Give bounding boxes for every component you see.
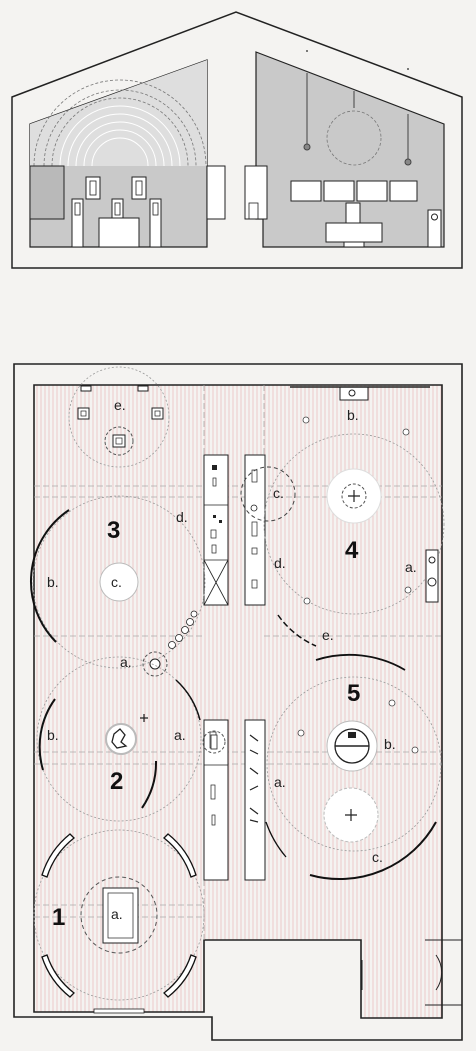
zone-4-label-d: d.: [274, 555, 286, 571]
zone-3-label-e: e.: [114, 397, 126, 413]
zone-4-dots: [302, 416, 412, 605]
pendant-lights: [303, 73, 412, 166]
concentric-arcs: [59, 105, 181, 167]
zone-4-circle: [263, 433, 445, 615]
zone-number: 4: [345, 537, 359, 564]
zone-number: 3: [107, 517, 120, 544]
zone-3-label-b: b.: [47, 574, 59, 590]
zone-5-label-a: a.: [274, 774, 286, 790]
left-elevation-gable-light: [30, 60, 207, 166]
pedestal: [71, 198, 84, 248]
zone-4-label-e: e.: [322, 627, 334, 643]
zone-4-label-c: c.: [273, 485, 284, 501]
zone-5-label-b: b.: [384, 736, 396, 752]
pedestal: [345, 202, 361, 224]
zone-3-label-d: d.: [176, 509, 188, 525]
zone-labels: 1 a. 2 a. b. 3 a. b. c. d. e. 4 a. b. c.…: [47, 397, 417, 931]
zone-3-circle: [32, 495, 206, 669]
entrance-doors: [361, 939, 462, 1006]
zone-2-curved-wall: [38, 698, 56, 771]
central-plinth: [98, 217, 140, 248]
left-wall-panel: [29, 165, 65, 220]
dashed-light-circle: [326, 110, 382, 166]
zone-3-curved-wall: [29, 509, 70, 643]
zone-2-circle: [36, 656, 202, 822]
zone-3-object-row: [168, 610, 198, 649]
zone-3-e-dotted: [68, 366, 170, 468]
zone-1-circle: [33, 829, 205, 1001]
zone-4-label-a: a.: [405, 559, 417, 575]
zone-1-label-a: a.: [111, 906, 123, 922]
zone-2-label-b: b.: [47, 727, 59, 743]
outer-wall: [13, 363, 463, 1041]
display-panels: [290, 180, 418, 202]
left-edge-panel: [206, 165, 226, 220]
right-edge-panel: [244, 165, 268, 220]
zone-number: 1: [52, 904, 65, 931]
zone-5-label-c: c.: [372, 849, 383, 865]
zone-number: 5: [347, 680, 360, 707]
zone-number: 2: [110, 768, 123, 795]
pedestal: [149, 198, 162, 248]
display-table: [325, 222, 383, 243]
zone-1-a-plinth: [102, 887, 139, 944]
zone-2-sculpture: [105, 723, 137, 755]
frame: [85, 176, 101, 200]
elevation-section: [11, 11, 463, 269]
zone-1-curved-screens: [41, 833, 197, 998]
floor-area: [33, 384, 443, 1019]
side-cabinet: [427, 209, 442, 248]
zone-3-label-a: a.: [120, 654, 132, 670]
central-display-walls: [203, 454, 266, 881]
zone-5-curved-wall: [309, 821, 437, 880]
dashed-arcs: [33, 79, 207, 167]
zone-3-label-c: c.: [111, 574, 122, 590]
zone-2-label-a: a.: [174, 727, 186, 743]
zone-5-circle: [266, 676, 442, 852]
frame: [131, 176, 147, 200]
zone-3-c-disc: [99, 562, 139, 602]
floor-plan: [13, 363, 463, 1041]
house-outline: [11, 11, 463, 269]
zone-4-label-b: b.: [347, 407, 359, 423]
